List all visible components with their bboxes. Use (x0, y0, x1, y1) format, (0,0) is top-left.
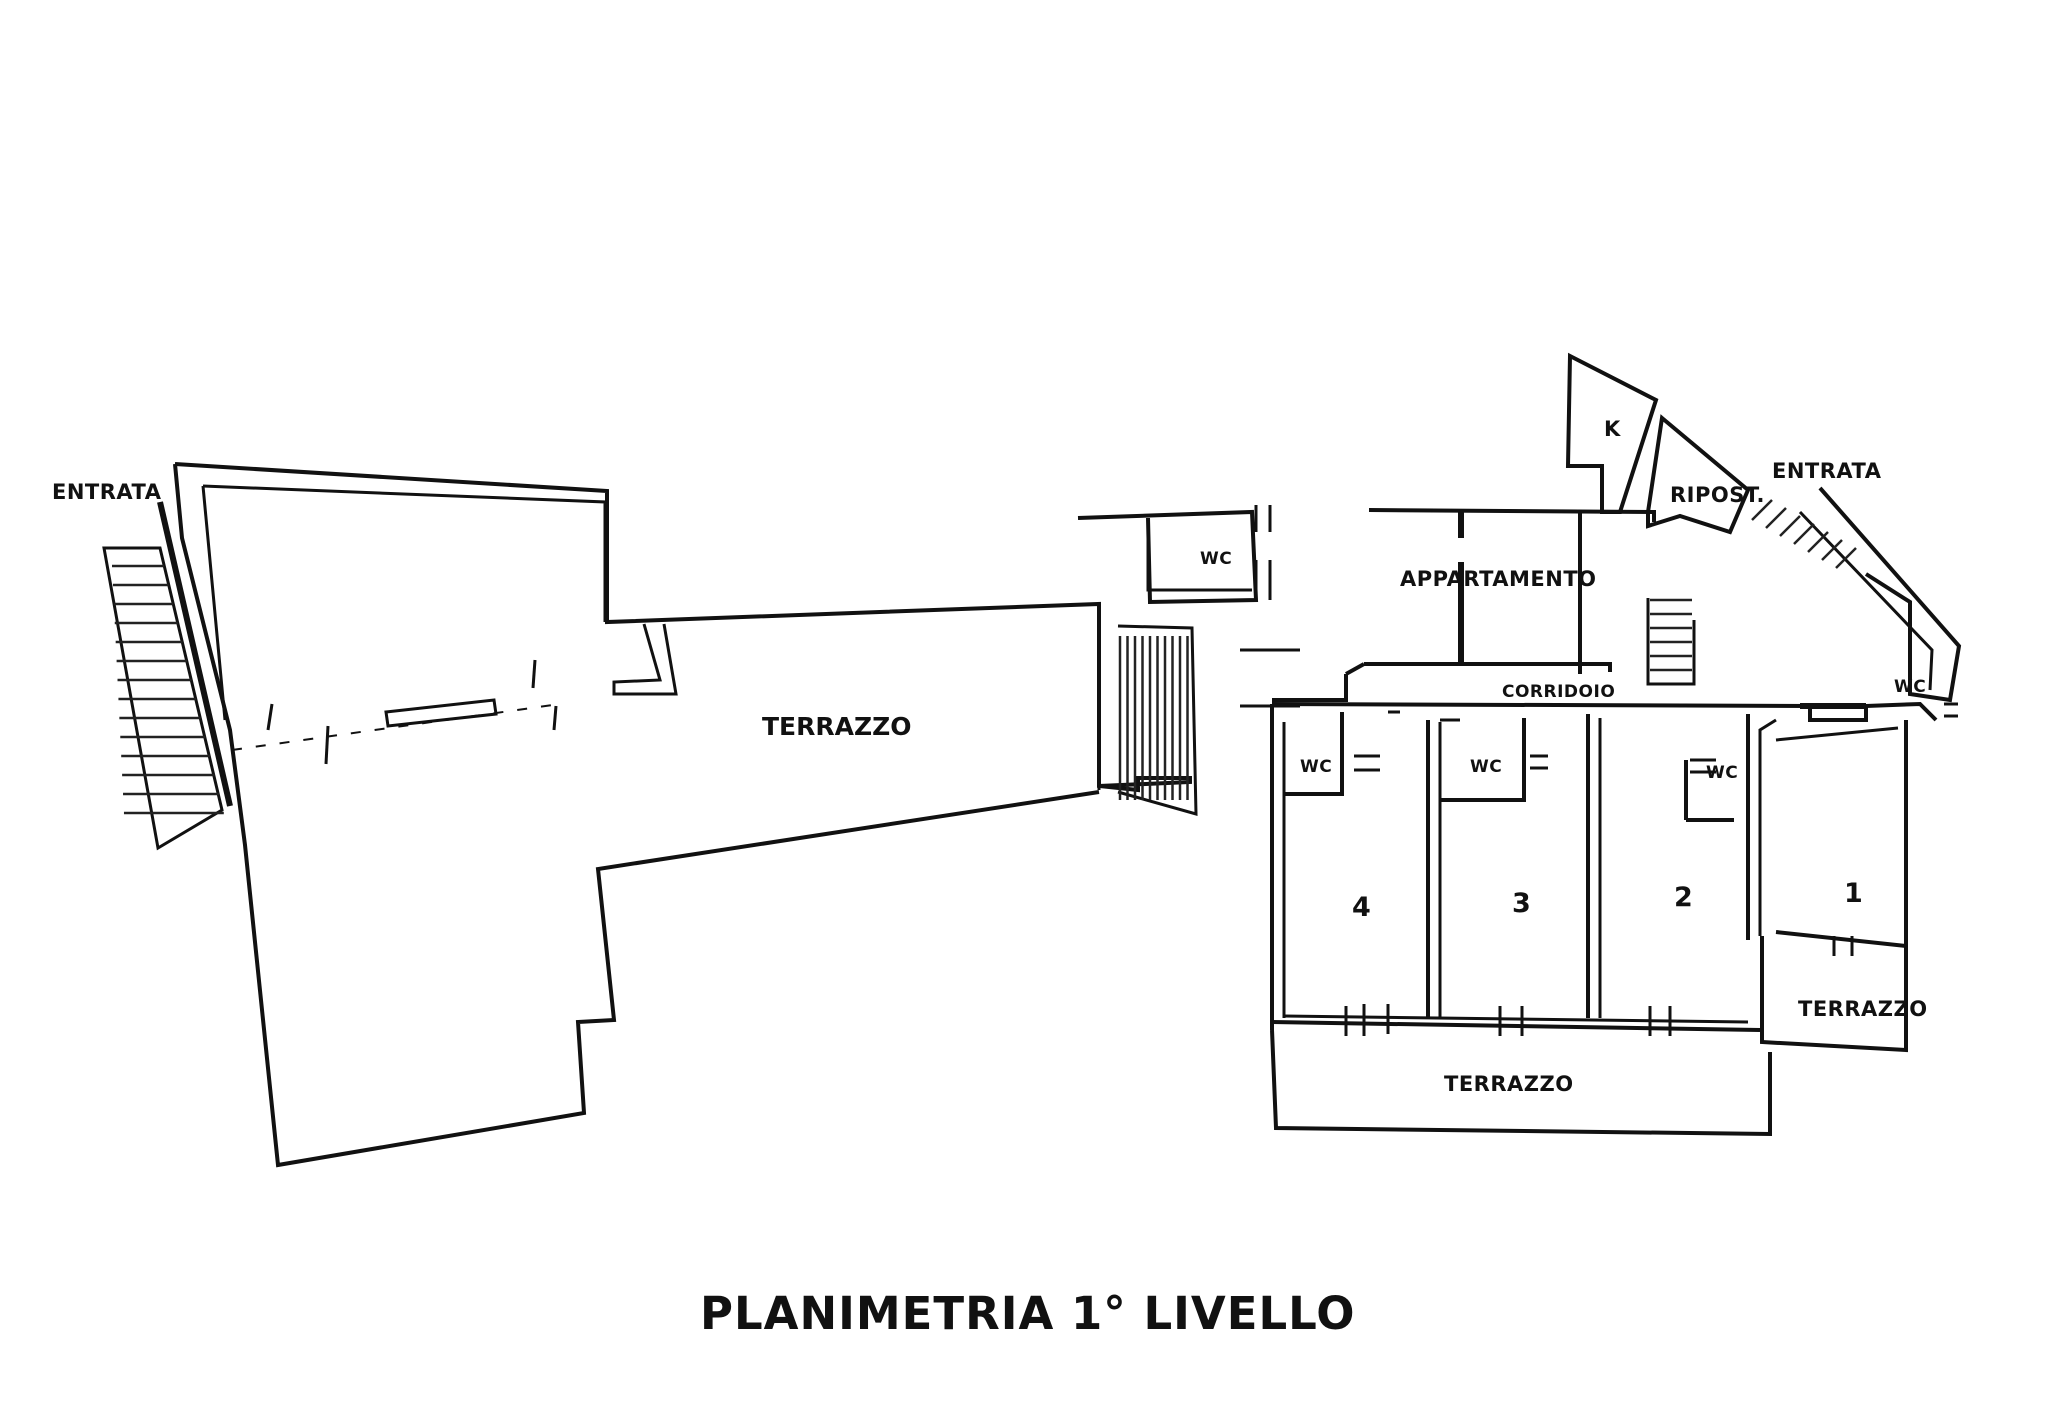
middle-wc-block (1077, 505, 1300, 816)
kitchen-label: K (1604, 417, 1621, 441)
wc-room4-label: WC (1300, 757, 1332, 777)
page-title: PLANIMETRIA 1° LIVELLO (700, 1287, 1355, 1340)
room-2-label: 2 (1674, 882, 1693, 913)
stair-tread (1751, 499, 1773, 521)
terrazzo-bottom-label: TERRAZZO (1444, 1072, 1574, 1096)
stair-tread (1793, 523, 1815, 545)
wc-right-label: WC (1894, 677, 1926, 697)
stair-tread (1779, 515, 1801, 537)
wc-room3-label: WC (1470, 757, 1502, 777)
appartamento-label: APPARTAMENTO (1400, 567, 1597, 591)
right-building (1270, 352, 1962, 1137)
terrazzo-main-label: TERRAZZO (762, 712, 912, 741)
wc-top-label: WC (1200, 549, 1232, 569)
stair-tread (1821, 539, 1843, 561)
left-terrace-outline (173, 462, 1192, 1168)
room-1-label: 1 (1844, 878, 1863, 909)
stair-tread (1765, 507, 1787, 529)
entrata-left-label: ENTRATA (52, 480, 162, 504)
wc-room2-label: WC (1706, 763, 1738, 783)
entrata-right-label: ENTRATA (1772, 459, 1882, 483)
stair-tread (1807, 531, 1829, 553)
stair-tread (1835, 547, 1857, 569)
terrazzo-small-label: TERRAZZO (1798, 997, 1928, 1021)
ripost-label: RIPOST. (1670, 483, 1765, 507)
room-4-label: 4 (1352, 892, 1371, 923)
room-3-label: 3 (1512, 888, 1531, 919)
left-entrance-stair (102, 501, 233, 851)
corridoio-label: CORRIDOIO (1502, 682, 1615, 702)
